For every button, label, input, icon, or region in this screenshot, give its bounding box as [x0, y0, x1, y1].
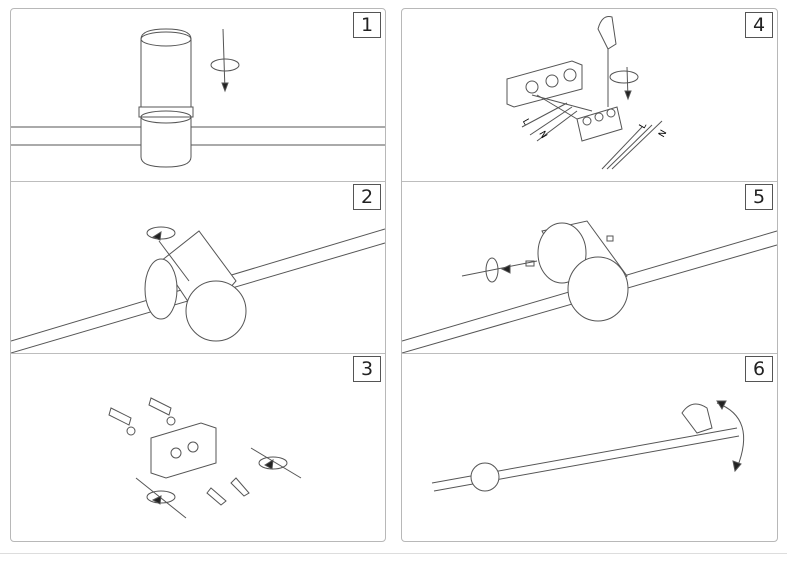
- step-5: 5: [402, 181, 777, 354]
- step-1: 1: [11, 9, 385, 182]
- step-4-illustration: [506, 16, 663, 170]
- step-3-illustration: [108, 397, 302, 519]
- left-instruction-panel: 1 2 3: [10, 8, 386, 542]
- step-number: 3: [353, 356, 381, 382]
- step-number: 4: [745, 12, 773, 38]
- step-2: 2: [11, 181, 385, 354]
- step-1-illustration: [11, 28, 385, 168]
- step-4: 4 L N L N: [402, 9, 777, 182]
- step-3: 3: [11, 353, 385, 541]
- page-bottom-divider: [0, 553, 787, 554]
- step-6-illustration: [431, 400, 745, 492]
- right-instruction-panel: 4 L N L N 5 6: [401, 8, 778, 542]
- step-2-illustration: [11, 226, 385, 353]
- step-number: 6: [745, 356, 773, 382]
- step-number: 1: [353, 12, 381, 38]
- step-number: 2: [353, 184, 381, 210]
- step-5-illustration: [402, 220, 777, 353]
- step-6: 6: [402, 353, 777, 541]
- step-number: 5: [745, 184, 773, 210]
